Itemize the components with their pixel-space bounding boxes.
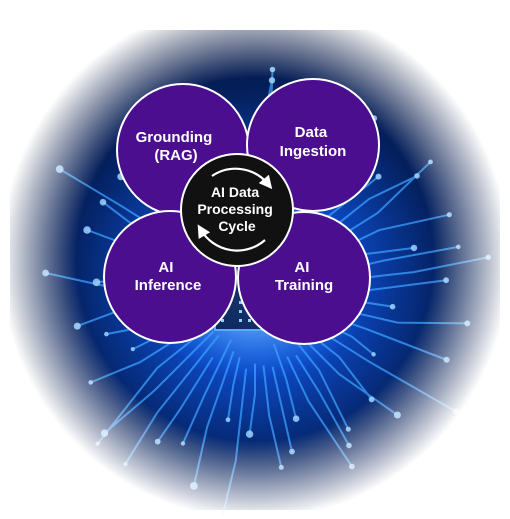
circuit-pad (289, 448, 295, 455)
svg-text:AI Inference: AI Inference (135, 259, 202, 294)
circuit-trace (294, 339, 350, 430)
chip-dot (239, 310, 242, 313)
circuit-trace (248, 363, 256, 435)
circuit-pad (292, 415, 300, 423)
circuit-pad (346, 442, 352, 449)
circuit-pad (443, 356, 450, 363)
chip-dot (221, 319, 224, 322)
center-line-3: Cycle (218, 218, 256, 234)
chip-dot (239, 319, 242, 322)
circuit-pad (414, 173, 420, 179)
stage-grounding-line-2: (RAG) (154, 147, 197, 164)
circuit-trace (271, 366, 293, 452)
circuit-pad (268, 77, 276, 84)
circuit-pad (190, 482, 198, 490)
circuit-pad (389, 303, 396, 310)
circuit-trace (96, 327, 209, 445)
circuit-pad (456, 244, 461, 250)
circuit-pad (100, 429, 109, 437)
circuit-pad (464, 320, 471, 327)
circuit-trace (297, 332, 398, 416)
circuit-pad (225, 417, 231, 423)
circuit-pad (83, 226, 91, 234)
circuit-trace (124, 334, 220, 465)
circuit-pad (88, 380, 93, 385)
circuit-pad (345, 426, 351, 432)
circuit-pad (393, 411, 401, 419)
stage-training-line-1: AI (294, 259, 309, 276)
circuit-pad (42, 269, 49, 277)
circuit-trace (286, 356, 353, 468)
circuit-pad (428, 159, 433, 165)
circuit-trace (220, 368, 248, 519)
center-cycle: AI Data Processing Cycle (180, 153, 294, 267)
circuit-pad (453, 408, 460, 415)
svg-text:Grounding (RAG): Grounding (RAG) (136, 129, 217, 164)
circuit-pad (278, 464, 284, 470)
stage-ingestion-line-2: Ingestion (280, 143, 347, 160)
circuit-trace (227, 356, 241, 420)
stage-inference-line-1: AI (158, 259, 173, 276)
circuit-pad (95, 441, 100, 446)
circuit-pad (99, 198, 107, 206)
circuit-pad (446, 212, 452, 218)
chip-dot (239, 301, 242, 304)
circuit-pad (375, 173, 382, 180)
circuit-pad (130, 347, 135, 352)
circuit-trace (192, 350, 235, 487)
circuit-trace (181, 339, 233, 444)
circuit-pad (349, 463, 355, 470)
circuit-pad (92, 278, 101, 287)
circuit-pad (180, 441, 186, 446)
circuit-trace (156, 356, 214, 443)
circuit-trace (262, 365, 283, 468)
svg-text:AI Training: AI Training (275, 259, 333, 294)
circuit-pad (218, 515, 225, 519)
circuit-pad (410, 244, 418, 252)
circuit-pad (154, 438, 161, 445)
circuit-pad (368, 396, 375, 403)
center-line-1: AI Data (211, 184, 259, 200)
svg-text:Data Ingestion: Data Ingestion (280, 124, 347, 160)
circuit-trace (272, 343, 298, 419)
circuit-trace (295, 354, 350, 446)
center-line-2: Processing (197, 201, 272, 217)
svg-text:AI Data Processing: AI Data Processing Cycle (197, 184, 276, 234)
circuit-pad (55, 165, 64, 174)
circuit-trace (103, 330, 215, 434)
cycle-arrows-icon (197, 167, 273, 252)
stage-grounding-line-1: Grounding (136, 129, 213, 146)
chip-dot (248, 319, 251, 322)
circuit-pad (245, 430, 254, 438)
circuit-pad (443, 277, 449, 284)
circuit-pad (371, 352, 376, 357)
circuit-pad (485, 254, 491, 260)
circuit-pad (73, 322, 81, 330)
stage-training-line-2: Training (275, 277, 333, 294)
stage-ingestion-line-1: Data (295, 124, 328, 141)
circuit-pad (104, 331, 109, 337)
circuit-pad (269, 66, 276, 73)
circuit-pad (123, 462, 128, 466)
stage-inference-line-2: Inference (135, 277, 202, 294)
